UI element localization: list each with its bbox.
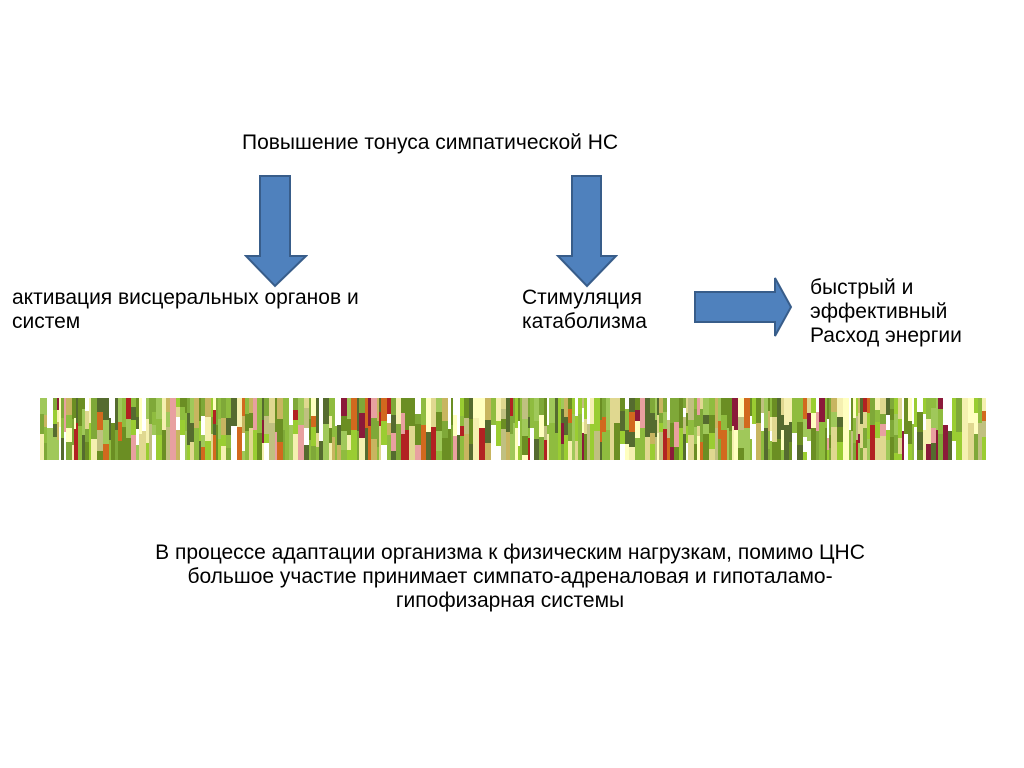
decorative-color-strip [40, 398, 986, 460]
diagram-title: Повышение тонуса симпатической НС [241, 131, 619, 154]
arrow-right-icon [694, 277, 793, 337]
bottom-caption: В процессе адаптации организма к физичес… [155, 541, 865, 612]
arrow-down-icon [555, 175, 618, 288]
right-node-text: быстрый и эффективный Расход энергии [810, 276, 962, 347]
left-node-text: активация висцеральных органов и систем [12, 286, 359, 333]
arrow-down-icon [244, 175, 308, 288]
middle-node-text: Стимуляция катаболизма [522, 286, 647, 333]
